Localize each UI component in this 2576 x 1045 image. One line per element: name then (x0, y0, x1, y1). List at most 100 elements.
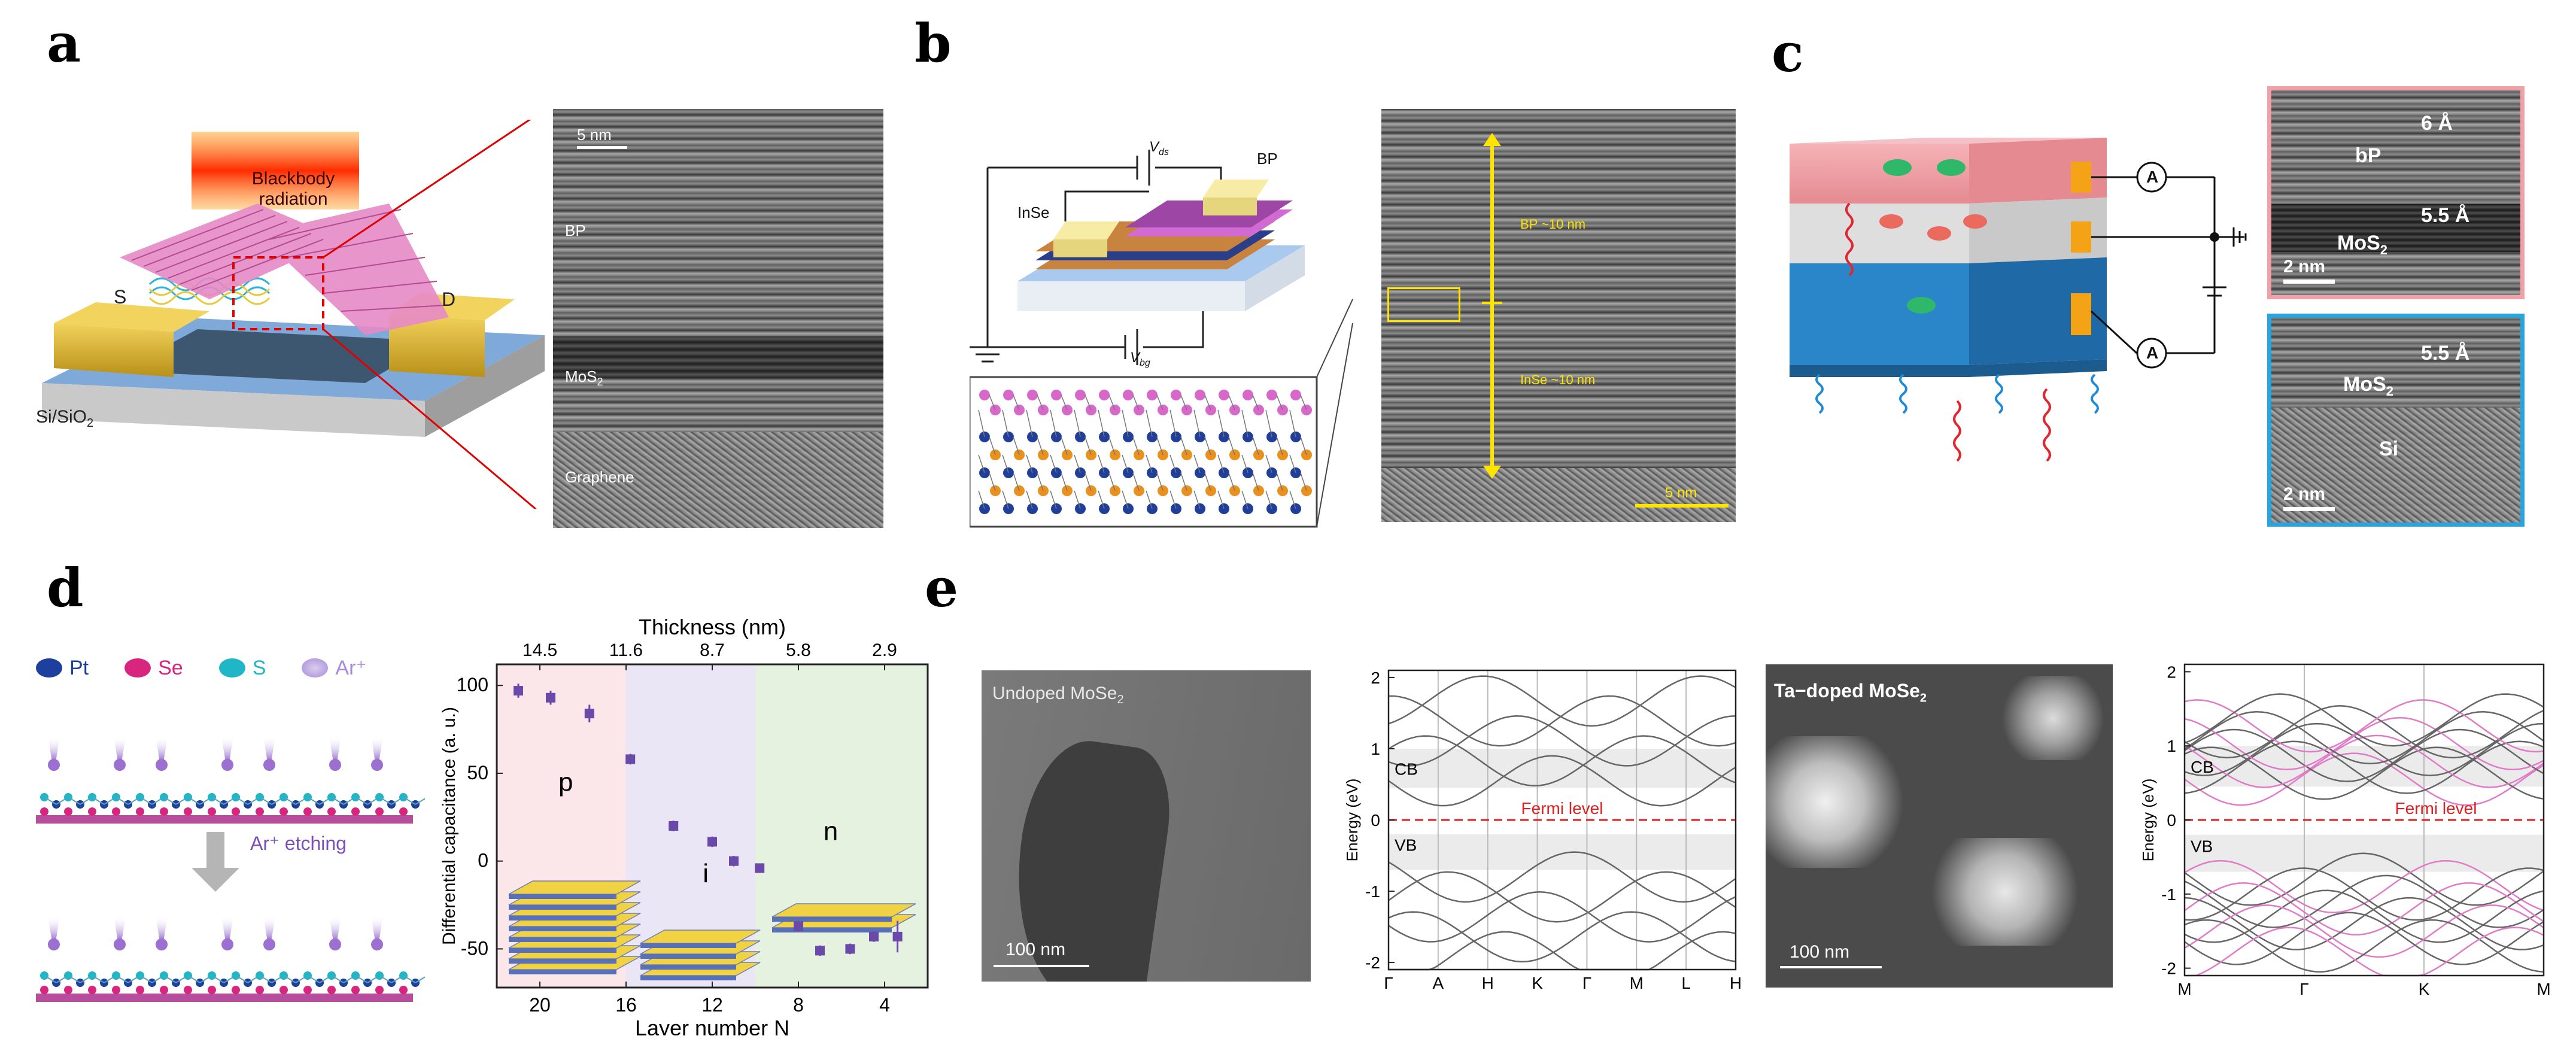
sem2-scale-text: 100 nm (1790, 942, 1850, 962)
band-y-tick-label: -1 (2161, 885, 2176, 904)
ar-ion (329, 916, 341, 942)
ar-ion (329, 736, 341, 763)
band-line (2184, 882, 2544, 936)
band-line (1388, 755, 1736, 807)
crystal-bond (989, 472, 996, 491)
si-region (2271, 408, 2520, 522)
graphene-region (553, 432, 883, 528)
lattice-atom-se (303, 986, 312, 994)
lattice-atom-se (160, 807, 168, 816)
crystal-bond (1156, 472, 1164, 491)
band-line (2184, 728, 2544, 782)
lattice-atom-se (208, 807, 216, 816)
c2-mos2-text: MoS (2343, 373, 2386, 396)
crystal-bond (1037, 436, 1044, 455)
crystal-bond (1013, 394, 1020, 411)
tem-b-scale-text: 5 nm (1665, 485, 1697, 501)
lattice-bond (355, 797, 368, 805)
crystal-bond (1122, 409, 1129, 438)
sem2-scale-bar (1780, 966, 1882, 968)
layer-slab-edge (640, 943, 736, 948)
k-point-label: Γ (2299, 980, 2308, 998)
crystal-bond (1276, 472, 1283, 491)
blackbody-label-line1: Blackbody (251, 169, 335, 189)
region-label-i: i (703, 859, 709, 888)
sem2-label-text: Ta−doped MoSe (1774, 680, 1920, 701)
band-line (1388, 715, 1736, 767)
ar-ion-head (48, 938, 60, 950)
y-axis-label: Differential capacitance (a. u.) (439, 707, 459, 945)
vb-region (1389, 834, 1736, 870)
layer-slab-edge (509, 894, 616, 899)
legend-text-s: S (252, 656, 266, 679)
band-y-tick-label: 2 (1371, 669, 1380, 687)
crystal-bond (1050, 490, 1057, 509)
band-y-tick-label: 1 (2167, 737, 2176, 755)
lattice-bond (116, 975, 129, 983)
crystal-bond (1300, 394, 1307, 411)
lattice-bond (235, 975, 248, 983)
ar-ion (221, 916, 233, 942)
crystal-bond (1217, 454, 1225, 473)
tem-a-mos2-sub: 2 (597, 376, 603, 388)
lattice-bond (415, 976, 425, 983)
crystal-bond (1037, 472, 1044, 491)
cb-label: CB (2191, 758, 2214, 776)
band-line (2184, 852, 2544, 906)
crystal-bond (1085, 436, 1092, 455)
crystal-atom (1243, 390, 1253, 400)
data-point (794, 921, 803, 931)
lattice-atom-se (399, 807, 408, 816)
crystal-bond (1193, 490, 1201, 509)
vds-text: V (1149, 139, 1159, 155)
k-point-label: K (1532, 974, 1543, 992)
vb-label: VB (2191, 837, 2213, 855)
band-line (2184, 867, 2544, 921)
top-tick-label: 5.8 (786, 640, 811, 660)
electrode-s (54, 302, 209, 332)
lattice-bond (68, 975, 81, 983)
crystal-bond (1265, 490, 1272, 509)
ar-ion-head (263, 759, 275, 771)
lattice-bond (116, 797, 129, 805)
fermi-level-label: Fermi level (2395, 799, 2477, 818)
tem-b-scale-bar (1635, 504, 1729, 508)
crystal-bond (1108, 472, 1116, 491)
x-tick-label: 8 (793, 994, 804, 1016)
lattice-bond (283, 797, 296, 805)
lattice-bond (92, 975, 105, 983)
tem-b-bp-label: BP ~10 nm (1520, 217, 1586, 232)
crystal-bond (1132, 394, 1140, 411)
crystal-bond (1204, 472, 1211, 491)
lattice-atom-se (280, 986, 288, 994)
vbg-label: Vbg (1130, 350, 1150, 369)
lattice-bond (259, 975, 272, 983)
blackbody-label-line2: radiation (259, 189, 328, 209)
substrate-noise-b (1381, 468, 1736, 522)
ar-ion-head (329, 938, 341, 950)
lattice-bond (163, 975, 177, 983)
device-schematic-c (1790, 138, 2247, 462)
lattice-bond (307, 975, 320, 983)
band-line (1389, 695, 1736, 747)
mos2-region-c1 (2271, 204, 2520, 252)
lattice-atom-se (40, 986, 48, 994)
crystal-bond (1108, 436, 1116, 455)
crystal-atom (1147, 390, 1158, 400)
crystal-atom (1171, 390, 1181, 400)
ar-ion-head (221, 759, 233, 771)
ar-ion-head (156, 938, 168, 950)
y-tick-label: 0 (478, 850, 488, 871)
crystal-bond (1013, 472, 1020, 491)
etching-label: Ar⁺ etching (250, 833, 347, 854)
crystal-bond (1204, 436, 1211, 455)
k-point-label: M (2536, 980, 2550, 998)
lattice-bond (187, 797, 201, 805)
legend-text-se: Se (158, 656, 183, 679)
ammeter-bottom-label: A (2146, 344, 2159, 362)
layer-slab-edge (509, 916, 616, 921)
crystal-bond (1026, 409, 1033, 438)
crystal-bond (1002, 409, 1009, 438)
crystal-bond (1169, 454, 1177, 473)
crystal-bond (1132, 436, 1140, 455)
